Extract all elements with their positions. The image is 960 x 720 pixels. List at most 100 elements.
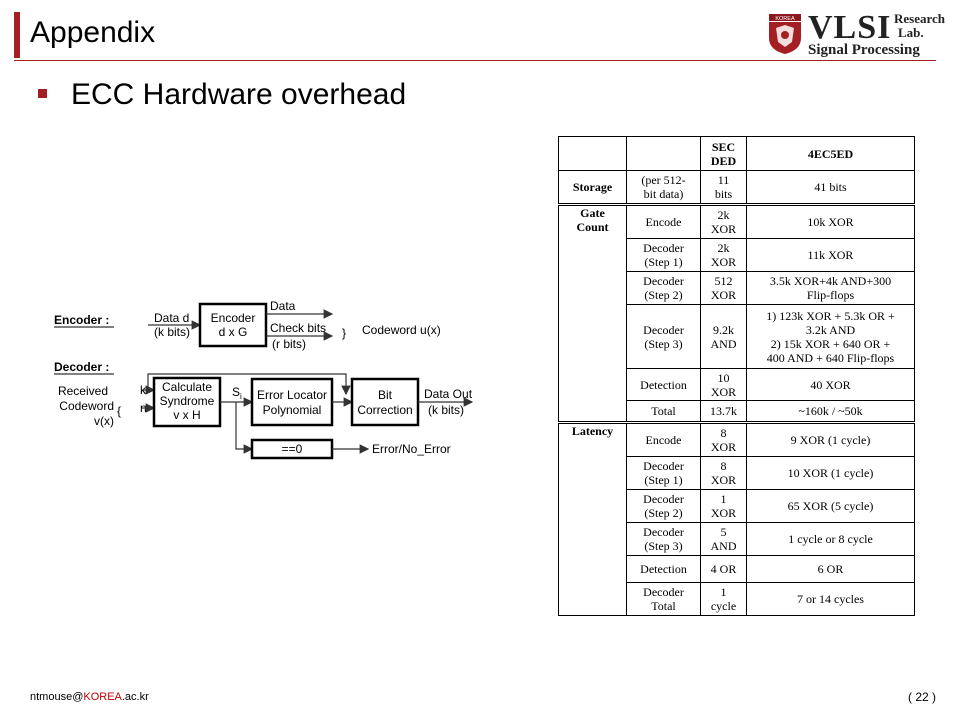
- ec-cell: 6 OR: [746, 555, 915, 583]
- ec-cell: 40 XOR: [746, 368, 915, 401]
- error-locator-line1: Error Locator: [257, 388, 327, 402]
- data-d-label: Data d: [154, 311, 189, 325]
- header-cell-empty-1: [558, 136, 627, 171]
- ecc-overhead-table: SEC DED 4EC5ED Storage(per 512- bit data…: [558, 136, 915, 616]
- encoder-box-line1: Encoder: [211, 311, 256, 325]
- footer-email: ntmouse@KOREA.ac.kr: [30, 691, 149, 703]
- syndrome-to-zero-arrow: [235, 402, 254, 454]
- ec-cell: 9 XOR (1 cycle): [746, 421, 915, 457]
- ec-cell: 1) 123k XOR + 5.3k OR + 3.2k AND 2) 15k …: [746, 304, 915, 369]
- header-cell-secded: SEC DED: [700, 136, 747, 171]
- op-cell: Total: [626, 400, 701, 423]
- op-cell: (per 512- bit data): [626, 170, 701, 205]
- op-cell: Detection: [626, 555, 701, 583]
- page-title: Appendix: [30, 16, 156, 49]
- error-locator-line2: Polynomial: [263, 403, 322, 417]
- table-header-row: SEC DED 4EC5ED: [558, 136, 915, 171]
- bullet-text: ECC Hardware overhead: [71, 78, 407, 111]
- ec-cell: 1 cycle or 8 cycle: [746, 522, 915, 556]
- header-cell-4ec5ed: 4EC5ED: [746, 136, 915, 171]
- ec-cell: 10k XOR: [746, 203, 915, 239]
- secded-cell: 2k XOR: [700, 238, 747, 272]
- email-domain-red: KOREA: [83, 691, 122, 703]
- secded-cell: 512 XOR: [700, 271, 747, 305]
- check-bits-label: Check bits: [270, 321, 326, 335]
- logo-vlsi: VLSI: [808, 9, 892, 46]
- ec-cell: 65 XOR (5 cycle): [746, 489, 915, 523]
- bullet-item: ECC Hardware overhead: [38, 78, 406, 112]
- title-accent-bar: [14, 12, 20, 58]
- email-tail: .ac.kr: [121, 691, 149, 703]
- op-cell: Decoder (Step 3): [626, 522, 701, 556]
- encoder-box: [198, 302, 268, 348]
- section-cell: Storage: [558, 170, 627, 205]
- secded-cell: 1 XOR: [700, 489, 747, 523]
- bit-correction-line2: Correction: [357, 403, 412, 417]
- received-line3: v(x): [94, 414, 114, 428]
- logo-lab: Lab.: [898, 25, 924, 40]
- decoder-data-out-label: Data Out: [424, 387, 473, 401]
- si-label: Si: [232, 385, 242, 401]
- secded-cell: 1 cycle: [700, 582, 747, 616]
- error-out-label: Error/No_Error: [372, 442, 451, 456]
- bit-correction-box: [350, 377, 420, 427]
- ec-cell: 10 XOR (1 cycle): [746, 456, 915, 490]
- codeword-label: Codeword u(x): [362, 323, 441, 337]
- decoder-brace: {: [117, 404, 121, 418]
- bypass-data-arrow: [147, 373, 351, 396]
- secded-cell: 5 AND: [700, 522, 747, 556]
- bit-correction-line1: Bit: [378, 388, 393, 402]
- op-cell: Detection: [626, 368, 701, 401]
- secded-cell: 9.2k AND: [700, 304, 747, 369]
- university-crest-icon: KOREA: [769, 14, 801, 54]
- header-rule: [14, 60, 936, 61]
- secded-cell: 13.7k: [700, 400, 747, 423]
- data-out-label: Data: [270, 299, 296, 313]
- secded-cell: 11 bits: [700, 170, 747, 205]
- crest-text: KOREA: [775, 16, 795, 22]
- email-user: ntmouse@: [30, 691, 84, 703]
- logo-research: Research: [894, 11, 946, 26]
- lab-logo: KOREA VLSI Research Lab. Signal Processi…: [768, 9, 945, 60]
- ecc-block-diagram: Encoder : Data d (k bits) Encoder d x G …: [54, 299, 474, 460]
- syndrome-box: [152, 376, 222, 428]
- section-cell: Latency: [558, 421, 627, 616]
- op-cell: Decoder (Step 2): [626, 489, 701, 523]
- ec-cell: 11k XOR: [746, 238, 915, 272]
- secded-cell: 8 XOR: [700, 456, 747, 490]
- syndrome-box-line3: v x H: [173, 408, 200, 422]
- syndrome-box-line2: Syndrome: [160, 394, 215, 408]
- op-cell: Decoder Total: [626, 582, 701, 616]
- k-bits-out-label: (k bits): [428, 403, 464, 417]
- ec-cell: 41 bits: [746, 170, 915, 205]
- decoder-section-label: Decoder :: [54, 360, 109, 374]
- secded-cell: 8 XOR: [700, 421, 747, 457]
- bullet-square-icon: [38, 88, 47, 98]
- op-cell: Decoder (Step 1): [626, 456, 701, 490]
- op-cell: Decoder (Step 1): [626, 238, 701, 272]
- secded-cell: 4 OR: [700, 555, 747, 583]
- zero-check-label: ==0: [282, 442, 303, 456]
- error-locator-box: [250, 377, 334, 427]
- logo-signal-processing: Signal Processing: [808, 42, 920, 58]
- op-cell: Encode: [626, 203, 701, 239]
- encoder-brace: }: [342, 326, 346, 340]
- ec-cell: 7 or 14 cycles: [746, 582, 915, 616]
- ec-cell: ~160k / ~50k: [746, 400, 915, 423]
- encoder-box-line2: d x G: [219, 325, 248, 339]
- section-cell: Gate Count: [558, 203, 627, 423]
- header-cell-empty-2: [626, 136, 701, 171]
- secded-cell: 10 XOR: [700, 368, 747, 401]
- secded-cell: 2k XOR: [700, 203, 747, 239]
- op-cell: Encode: [626, 421, 701, 457]
